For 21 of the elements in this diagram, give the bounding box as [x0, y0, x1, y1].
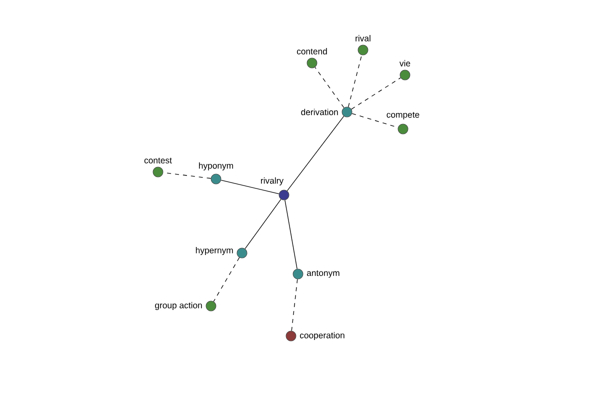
- node-label: cooperation: [300, 332, 344, 340]
- node-label: rival: [356, 35, 370, 42]
- node-label: rivalry: [261, 177, 284, 186]
- node-label: compete: [386, 112, 420, 120]
- connector-line: [291, 278, 298, 332]
- connector-line: [284, 200, 298, 270]
- node-label: vie: [399, 60, 410, 66]
- node-label: contest: [144, 158, 172, 164]
- node-label: antonym: [306, 270, 340, 278]
- node-label: contend: [296, 48, 327, 54]
- node-label: hypernym: [196, 246, 233, 256]
- node-label: group action: [155, 302, 202, 310]
- node-label: derivation: [301, 108, 338, 116]
- connector-line: [213, 257, 240, 302]
- connector-line: [314, 66, 344, 108]
- connector-line: [351, 78, 401, 110]
- connector-line: [286, 116, 344, 192]
- connector-line: [348, 54, 362, 108]
- connector-line: [244, 198, 282, 250]
- connector-line: [220, 180, 280, 194]
- node-label: hyponym: [199, 162, 233, 170]
